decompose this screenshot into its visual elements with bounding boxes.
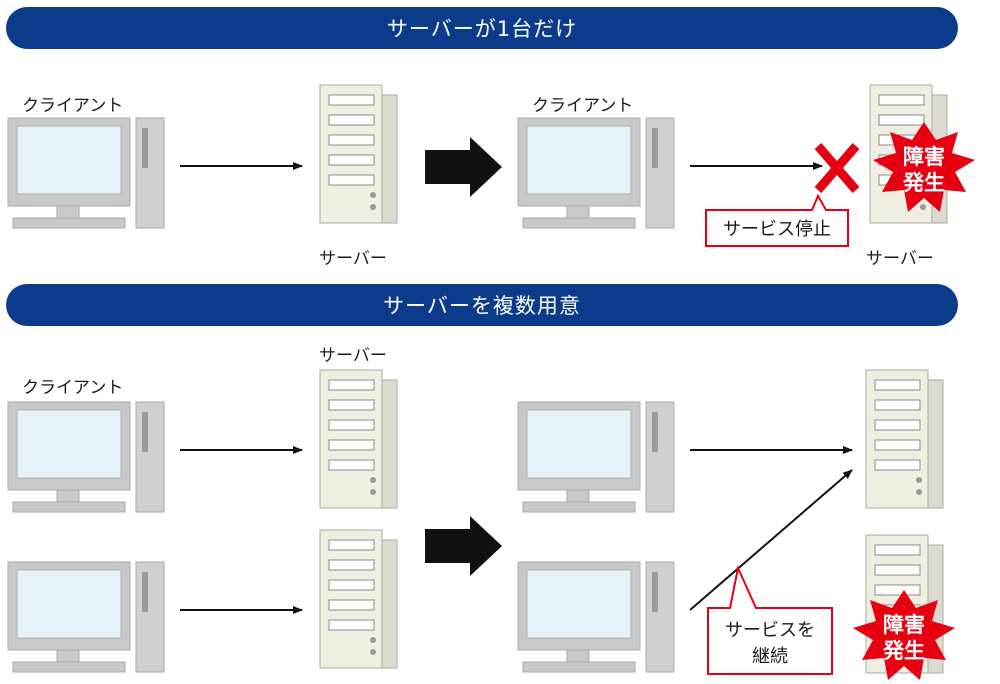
server-label: サーバー [866, 249, 934, 269]
section-banner-single-server: サーバーが1台だけ [6, 7, 958, 49]
failure-badge-line1: 障害 [883, 613, 925, 637]
server-tower [319, 529, 398, 669]
transition-arrow [425, 516, 502, 576]
callout-text-line2: 継続 [752, 646, 788, 667]
section-banner-multiple-servers: サーバーを複数用意 [6, 284, 958, 326]
callout-text-line1: サービスを [725, 620, 815, 641]
server-tower [865, 369, 944, 509]
section-title: サーバーを複数用意 [383, 294, 581, 318]
client-computer [7, 401, 165, 513]
server-tower [319, 84, 398, 224]
callout-text: サービス停止 [723, 219, 831, 240]
rerouted-request-arrow [689, 469, 853, 611]
failure-badge-line2: 発生 [882, 639, 925, 663]
cross-mark-icon [814, 143, 860, 193]
client-computer [7, 561, 165, 673]
transition-arrow [425, 137, 502, 197]
failure-badge-line2: 発生 [902, 171, 945, 195]
client-computer [7, 117, 165, 229]
service-stop-callout: サービス停止 [705, 193, 849, 247]
client-label: クライアント [532, 96, 634, 116]
server-label: サーバー [319, 346, 387, 366]
failure-starburst-icon: 障害 発生 [873, 122, 975, 212]
client-computer [517, 117, 675, 229]
failure-badge-line1: 障害 [903, 145, 945, 169]
section-title: サーバーが1台だけ [386, 17, 578, 41]
failure-starburst-icon: 障害 発生 [853, 590, 955, 680]
client-computer [517, 401, 675, 513]
service-continue-callout: サービスを 継続 [707, 564, 833, 675]
client-computer [517, 561, 675, 673]
server-tower [319, 369, 398, 509]
client-label: クライアント [22, 96, 124, 116]
server-label: サーバー [319, 249, 387, 269]
client-label: クライアント [22, 378, 124, 398]
